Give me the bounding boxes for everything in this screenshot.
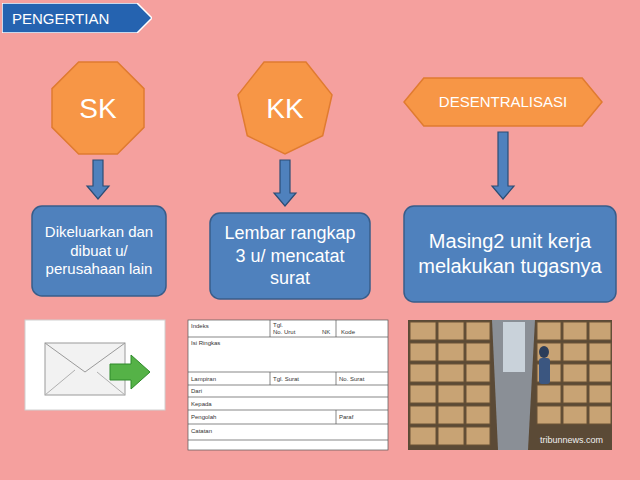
block-arrow	[87, 160, 109, 199]
block-arrow	[492, 132, 514, 199]
definition-box-shape-outline	[210, 213, 370, 299]
envelope-icon	[25, 320, 165, 410]
form-field-label: NK	[322, 329, 330, 335]
form-field-label: No. Urut	[273, 329, 295, 335]
hexagon-term-shape-outline	[404, 78, 602, 126]
definition-box: Masing2 unit kerja melakukan tugasnya	[403, 205, 617, 303]
definition-box: Lembar rangkap 3 u/ mencatat surat	[209, 212, 371, 300]
definition-box-shape	[403, 205, 617, 303]
hexagon-term: DESENTRALISASI	[404, 78, 602, 126]
node-text: KK	[266, 91, 303, 126]
form-sheet	[188, 320, 388, 450]
form-field-label: Isi Ringkas	[191, 340, 220, 346]
form-field-label: Kepada	[191, 401, 212, 407]
archive-photo	[408, 320, 612, 450]
title-text: PENGERTIAN	[12, 10, 109, 27]
form-field-label: Pengolah	[191, 414, 216, 420]
form-field-label: Dari	[191, 388, 202, 394]
watermark: tribunnews.com	[540, 436, 603, 445]
node-text: Masing2 unit kerja melakukan tugasnya	[411, 229, 609, 279]
form-field-label: Tgl.	[273, 322, 283, 328]
octagon-term: SK	[52, 62, 144, 154]
form-field-label: Lampiran	[191, 376, 216, 382]
heptagon-term-shape-outline	[238, 62, 332, 154]
form-field-label: Catatan	[191, 428, 212, 434]
form-field-label: No. Surat	[339, 376, 364, 382]
node-text: SK	[79, 91, 116, 126]
node-text: DESENTRALISASI	[439, 93, 567, 112]
definition-box-shape-outline	[32, 206, 166, 296]
title-banner: PENGERTIAN	[2, 3, 152, 33]
form-field-label: Paraf	[339, 414, 353, 420]
form-field-label: Kode	[341, 329, 355, 335]
octagon-term-shape-outline	[52, 62, 144, 154]
form-field-label: Tgl. Surat	[273, 376, 299, 382]
node-text: Dikeluarkan dan dibuat u/ perusahaan lai…	[39, 223, 159, 279]
definition-box: Dikeluarkan dan dibuat u/ perusahaan lai…	[31, 205, 167, 297]
heptagon-term: KK	[238, 62, 332, 154]
block-arrow	[274, 160, 296, 206]
node-text: Lembar rangkap 3 u/ mencatat surat	[217, 222, 363, 290]
title-banner-shape-outline	[2, 3, 152, 33]
definition-box-shape-outline	[404, 206, 616, 302]
form-field-label: Indeks	[191, 323, 209, 329]
